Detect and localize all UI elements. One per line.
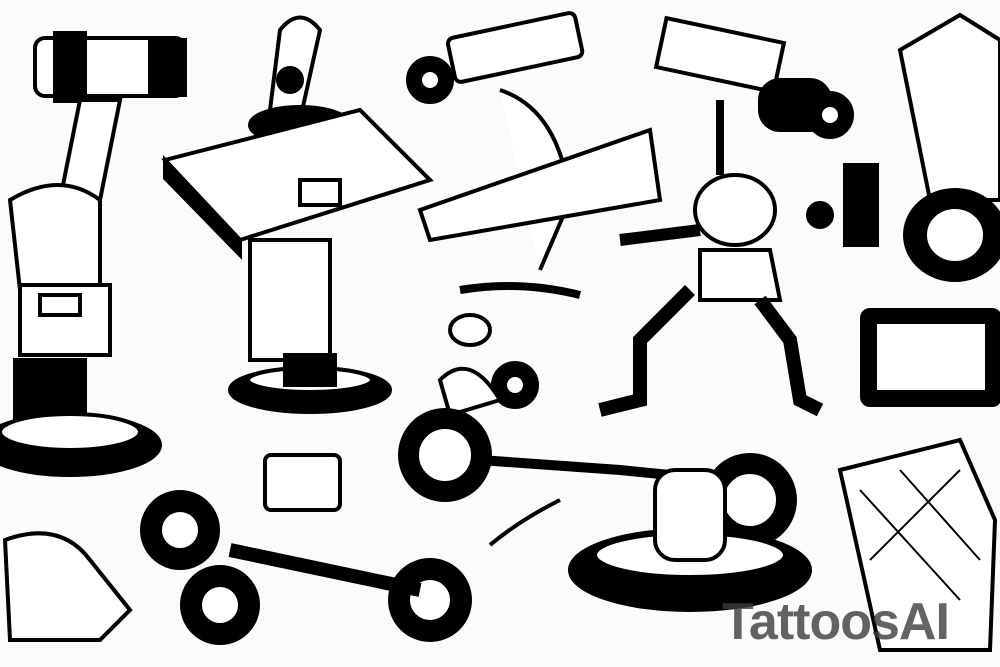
armor-piece — [837, 437, 998, 652]
robot-wheeled-vehicle — [398, 408, 812, 612]
robot-cannon-arm — [653, 15, 854, 175]
robot-humanoid — [598, 163, 879, 417]
robot-box-center — [161, 15, 434, 414]
robot-small — [437, 313, 539, 418]
robot-bottom-vehicle — [140, 453, 472, 645]
robot-camera-arm — [406, 11, 663, 299]
robotic-hand — [2, 531, 133, 642]
robot-arm-right — [860, 12, 1000, 407]
watermark-logo: TattoosAI — [722, 593, 950, 651]
robot-arm-left — [0, 31, 187, 477]
